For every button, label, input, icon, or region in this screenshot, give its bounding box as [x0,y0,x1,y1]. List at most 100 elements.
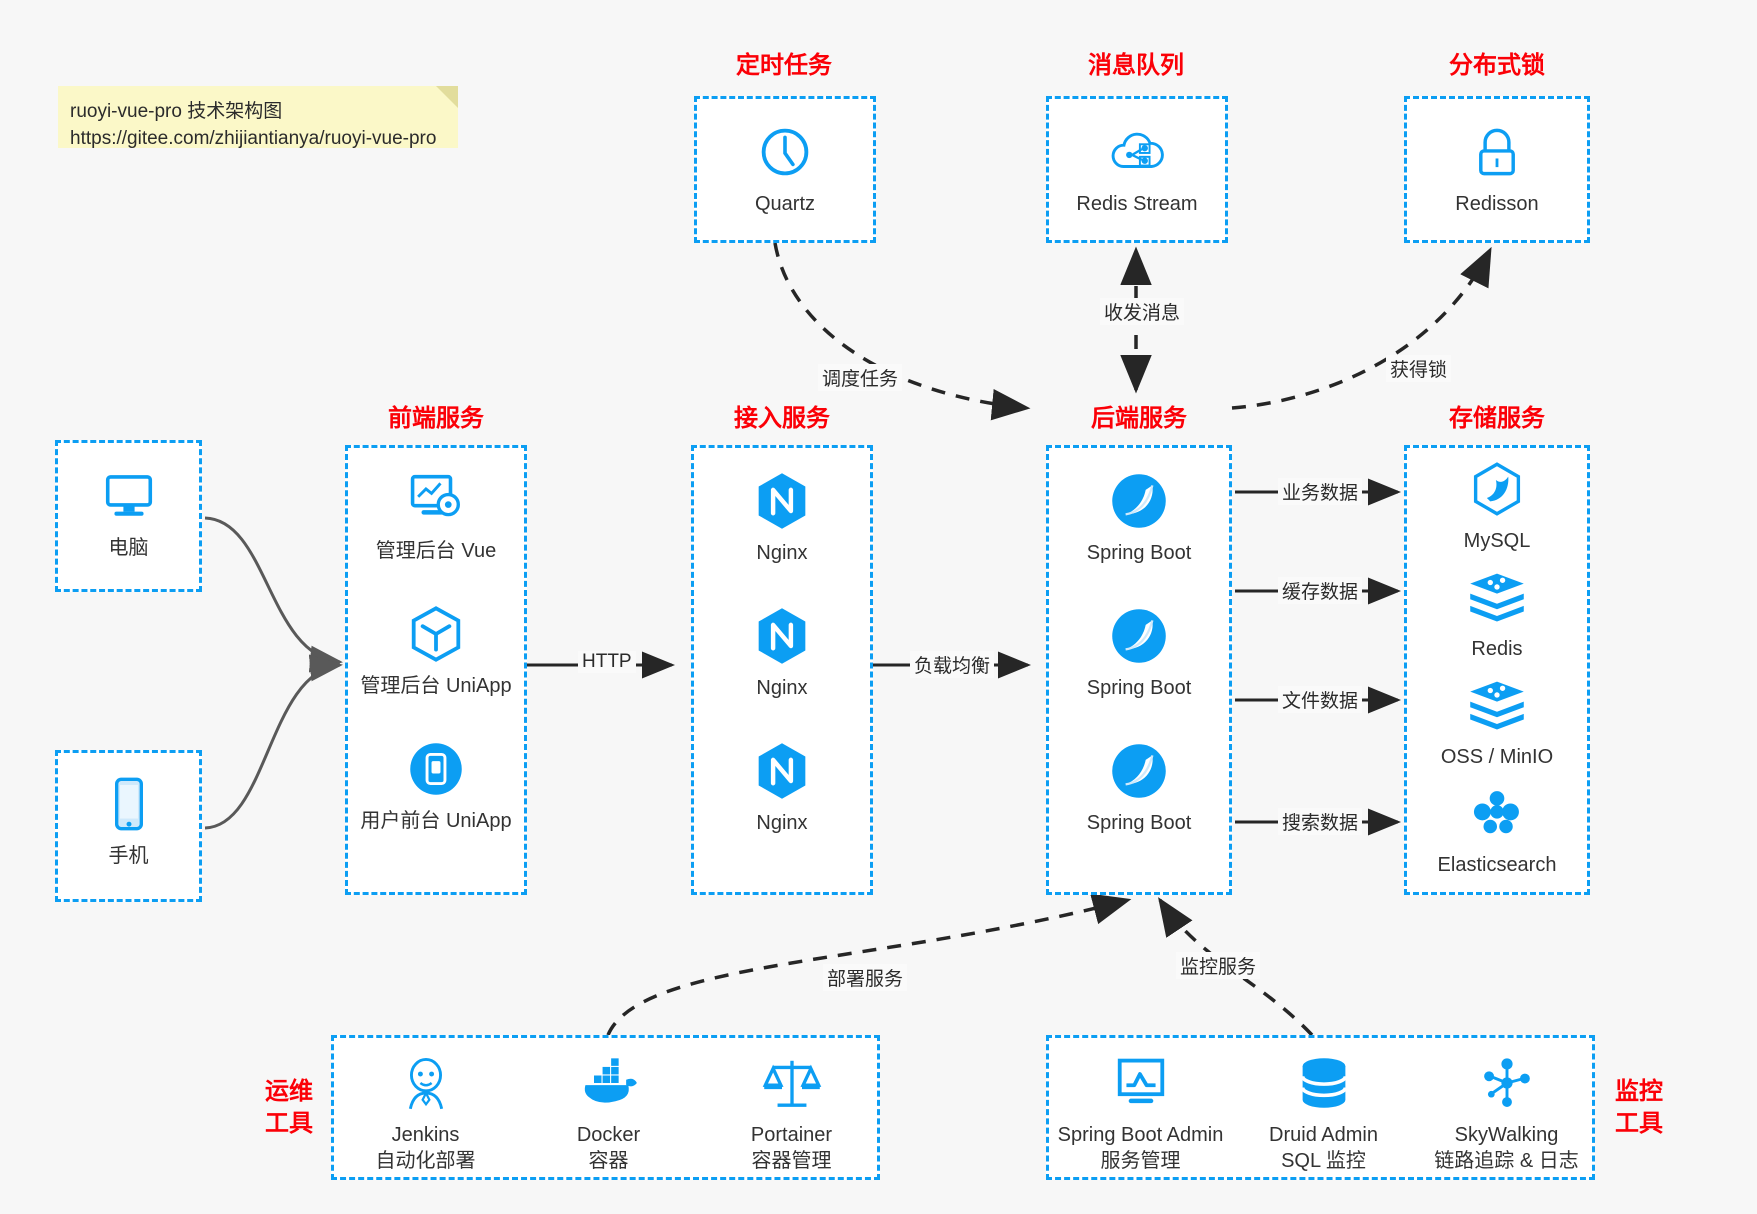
node-admin-uniapp[interactable]: 管理后台 UniApp [348,603,524,699]
note-line-2: https://gitee.com/zhijiantianya/ruoyi-vu… [70,128,437,149]
edge-label-mq-messages: 收发消息 [1100,298,1185,325]
group-title-monitor-line2: 工具 [1615,1110,1663,1137]
note-fold-corner [436,86,458,108]
node-sublabel: 容器管理 [751,1150,832,1172]
phone-icon [58,773,199,835]
group-title-mq: 消息队列 [1088,52,1184,79]
node-label: Elasticsearch [1437,854,1557,876]
node-label: Quartz [754,193,816,215]
group-box-client-pc[interactable]: 电脑 [55,440,202,592]
node-label: Spring Boot [1086,812,1192,834]
edge-label-http: HTTP [578,651,636,673]
desktop-icon [58,465,199,527]
nginx-icon [694,605,870,667]
node-label: Druid Admin [1269,1124,1378,1146]
group-title-devops-line1: 运维 [265,1078,313,1105]
group-box-lock[interactable]: Redisson [1404,96,1590,243]
node-sublabel: 服务管理 [1100,1150,1181,1172]
node-nginx-3[interactable]: Nginx [694,740,870,836]
group-box-gateway[interactable]: Nginx Nginx Nginx [691,445,873,895]
node-sublabel: 容器 [588,1150,629,1172]
group-box-frontend[interactable]: 管理后台 Vue 管理后台 UniApp 用户前台 UniApp [345,445,527,895]
group-box-client-mobile[interactable]: 手机 [55,750,202,902]
node-label: Redis [1471,638,1523,660]
edge-label-acquire-lock: 获得锁 [1386,355,1452,382]
node-jenkins[interactable]: Jenkins 自动化部署 [334,1052,517,1175]
node-skywalking[interactable]: SkyWalking 链路追踪 & 日志 [1415,1052,1598,1175]
node-label: 手机 [108,845,149,867]
group-title-devops: 运维 工具 [258,1076,320,1140]
node-label: Portainer [750,1124,833,1146]
node-spring-boot-3[interactable]: Spring Boot [1049,740,1229,836]
node-spring-boot-2[interactable]: Spring Boot [1049,605,1229,701]
node-druid-admin[interactable]: Druid Admin SQL 监控 [1232,1052,1415,1175]
node-oss-minio[interactable]: OSS / MinIO [1407,674,1587,770]
oss-minio-icon [1407,674,1587,736]
node-admin-vue[interactable]: 管理后台 Vue [348,468,524,564]
group-box-devops[interactable]: Jenkins 自动化部署 Docker 容器 [331,1035,880,1180]
node-portainer[interactable]: Portainer 容器管理 [700,1052,883,1175]
node-docker[interactable]: Docker 容器 [517,1052,700,1175]
node-mysql[interactable]: MySQL [1407,458,1587,554]
node-nginx-2[interactable]: Nginx [694,605,870,701]
group-title-monitor-line1: 监控 [1615,1078,1663,1105]
node-label: Spring Boot Admin [1057,1124,1224,1146]
node-label: Spring Boot [1086,542,1192,564]
spring-boot-icon [1049,740,1229,802]
node-label: 电脑 [108,537,149,559]
node-redis-stream[interactable]: Redis Stream [1049,121,1225,217]
edge-acquire-lock [1231,246,1492,410]
node-pc[interactable]: 电脑 [58,465,199,561]
group-title-backend: 后端服务 [1091,405,1187,432]
group-title-storage: 存储服务 [1449,405,1545,432]
edge-label-cache-data: 缓存数据 [1278,577,1363,604]
edge-label-load-balance: 负载均衡 [910,651,995,678]
node-user-uniapp[interactable]: 用户前台 UniApp [348,738,524,834]
spring-boot-icon [1049,605,1229,667]
nginx-icon [694,740,870,802]
node-label: Nginx [756,677,808,699]
node-redis[interactable]: Redis [1407,566,1587,662]
group-box-backend[interactable]: Spring Boot Spring Boot Spring Boot [1046,445,1232,895]
redis-icon [1407,566,1587,628]
database-icon [1232,1052,1415,1114]
group-box-scheduler[interactable]: Quartz [694,96,876,243]
spring-boot-icon [1049,470,1229,532]
node-elasticsearch[interactable]: Elasticsearch [1407,782,1587,878]
group-box-storage[interactable]: MySQL Redis OSS / MinIO Elasticsearch [1404,445,1590,895]
monitor-screen-icon [1049,1052,1232,1114]
node-sublabel: 链路追踪 & 日志 [1434,1150,1579,1172]
node-label: Docker [576,1124,641,1146]
edge-label-file-data: 文件数据 [1278,686,1363,713]
portainer-icon [700,1052,883,1114]
node-spring-boot-admin[interactable]: Spring Boot Admin 服务管理 [1049,1052,1232,1175]
node-nginx-1[interactable]: Nginx [694,470,870,566]
group-title-devops-line2: 工具 [265,1110,313,1137]
edge-label-search-data: 搜索数据 [1278,808,1363,835]
node-label: Spring Boot [1086,677,1192,699]
node-spring-boot-1[interactable]: Spring Boot [1049,470,1229,566]
node-label: Redisson [1455,193,1539,215]
dashboard-vue-icon [348,468,524,530]
node-label: Redis Stream [1076,193,1198,215]
group-title-scheduler: 定时任务 [736,52,832,79]
node-sublabel: 自动化部署 [375,1150,476,1172]
node-quartz[interactable]: Quartz [697,121,873,217]
nginx-icon [694,470,870,532]
uniapp-icon [348,603,524,665]
node-redisson[interactable]: Redisson [1407,121,1587,217]
node-label: OSS / MinIO [1440,746,1554,768]
group-box-mq[interactable]: Redis Stream [1046,96,1228,243]
diagram-note: ruoyi-vue-pro 技术架构图 https://gitee.com/zh… [58,86,458,149]
elasticsearch-icon [1407,782,1587,844]
jenkins-icon [334,1052,517,1114]
edge-pc-to-frontend [204,516,343,673]
node-label: SkyWalking [1454,1124,1559,1146]
mobile-app-icon [348,738,524,800]
node-mobile[interactable]: 手机 [58,773,199,869]
edge-label-biz-data: 业务数据 [1278,478,1363,505]
group-box-monitor[interactable]: Spring Boot Admin 服务管理 Druid Admin SQL 监… [1046,1035,1595,1180]
node-label: Nginx [756,542,808,564]
node-label: MySQL [1463,530,1531,552]
